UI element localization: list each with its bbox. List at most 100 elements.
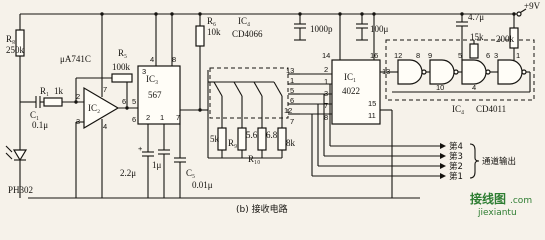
svg-text:100k: 100k — [112, 62, 131, 72]
svg-text:IC₁: IC₁ — [344, 72, 356, 82]
svg-text:7: 7 — [290, 117, 294, 126]
svg-text:8k: 8k — [286, 138, 296, 148]
resistor-r1: R₁ 1k — [40, 86, 84, 107]
switch-4 — [273, 81, 283, 118]
resistor-200k: 200k — [496, 12, 519, 60]
resistor-r5: R₅ 100k — [111, 48, 133, 83]
channel-2-label: 第2 — [449, 161, 463, 172]
supply-label: +9V — [524, 1, 541, 11]
svg-text:4022: 4022 — [342, 86, 360, 96]
svg-text:6: 6 — [122, 97, 126, 106]
nand-gate-1 — [397, 59, 427, 85]
svg-text:接线图: 接线图 — [470, 191, 506, 206]
svg-text:1: 1 — [324, 77, 328, 86]
svg-text:1: 1 — [160, 113, 164, 122]
svg-text:15k: 15k — [470, 32, 484, 42]
svg-text:9: 9 — [428, 51, 432, 60]
resistor-5k: 5k — [210, 118, 227, 158]
channel-output-lines — [311, 84, 446, 179]
svg-text:7: 7 — [103, 85, 107, 94]
svg-text:8: 8 — [324, 113, 328, 122]
output-brace — [469, 143, 480, 179]
svg-text:11: 11 — [368, 111, 376, 120]
svg-text:6: 6 — [486, 51, 490, 60]
svg-text:IC₄: IC₄ — [452, 104, 464, 114]
capacitor-1000p: 1000p — [294, 12, 333, 41]
svg-text:13: 13 — [286, 66, 294, 75]
svg-text:14: 14 — [322, 51, 330, 60]
resistor-r10: R₁₀ 6.8k — [248, 118, 282, 164]
svg-text:100μ: 100μ — [370, 24, 389, 34]
svg-text:1μ: 1μ — [152, 160, 162, 170]
switch-2 — [233, 81, 243, 118]
svg-text:6.8k: 6.8k — [266, 130, 282, 140]
resistor-8k: 8k — [277, 118, 296, 158]
svg-text:IC₂: IC₂ — [88, 103, 100, 113]
nand-gate-3 — [461, 59, 491, 85]
svg-text:R₈: R₈ — [6, 34, 15, 44]
svg-text:567: 567 — [148, 90, 162, 100]
svg-text:C₁: C₁ — [30, 110, 39, 120]
svg-text:12: 12 — [284, 106, 292, 115]
nand-gate-2 — [429, 59, 459, 85]
tone-decoder-ic3: IC₃ 567 3 4 8 5 6 2 1 7 — [132, 12, 200, 125]
svg-text:2: 2 — [76, 92, 80, 101]
svg-text:1000p: 1000p — [310, 24, 333, 34]
resistor-r8: R₈ 250k — [6, 14, 25, 102]
channel-3-label: 第3 — [449, 151, 463, 162]
receiver-circuit-schematic: +9V R₈ 250k PH302 C₁ 0.1μ R₁ 1k — [5, 1, 541, 218]
nand-gate-section: IC₄ CD4011 12 8 9 10 5 6 4 3 — [385, 39, 535, 114]
svg-text:7: 7 — [176, 113, 180, 122]
svg-text:200k: 200k — [496, 34, 515, 44]
svg-text:0.01μ: 0.01μ — [192, 180, 213, 190]
svg-text:3: 3 — [494, 51, 498, 60]
svg-text:C₅: C₅ — [186, 168, 195, 178]
svg-text:5.6k: 5.6k — [246, 130, 262, 140]
svg-text:.com: .com — [510, 196, 532, 206]
svg-text:5k: 5k — [210, 134, 220, 144]
sensor-label: PH302 — [8, 185, 33, 195]
svg-text:2: 2 — [324, 65, 328, 74]
svg-text:2: 2 — [146, 113, 150, 122]
svg-text:jiexiantu: jiexiantu — [477, 208, 517, 218]
svg-text:15: 15 — [368, 99, 376, 108]
svg-text:R₉: R₉ — [228, 138, 237, 148]
svg-text:1: 1 — [516, 51, 520, 60]
svg-text:+: + — [138, 144, 143, 153]
svg-text:10k: 10k — [207, 27, 221, 37]
svg-text:8: 8 — [172, 55, 176, 64]
svg-text:4: 4 — [472, 83, 476, 92]
svg-text:12: 12 — [394, 51, 402, 60]
counter-ic1: IC₁ 4022 14 16 13 2 1 3 7 8 15 11 — [300, 12, 393, 198]
svg-text:6: 6 — [132, 115, 136, 124]
svg-text:4: 4 — [150, 55, 154, 64]
svg-text:5: 5 — [132, 97, 136, 106]
svg-text:0.1μ: 0.1μ — [32, 120, 48, 130]
resistor-r6: R₆ 10k — [195, 12, 221, 112]
svg-text:CD4011: CD4011 — [476, 104, 506, 114]
capacitor-c4: 2.2μ + — [120, 124, 154, 198]
resistor-r9: R₉ 5.6k — [228, 118, 262, 158]
svg-text:1k: 1k — [54, 86, 64, 96]
channel-output-label: 通道输出 — [482, 156, 516, 167]
channel-1-label: 第1 — [449, 171, 463, 182]
photo-sensor: PH302 — [5, 102, 33, 198]
capacitor-c5: C₅ 0.01μ — [174, 124, 213, 198]
channel-4-label: 第4 — [449, 141, 463, 152]
capacitor-100u: 100μ — [356, 12, 389, 41]
opamp-ic2: IC₂ μA741C 2 3 7 4 6 — [60, 12, 138, 198]
nand-gate-4 — [497, 59, 527, 85]
analog-switch-bank: 13 1 5 6 12 7 — [200, 66, 300, 150]
ic4-label: IC₄ — [238, 16, 250, 26]
svg-text:IC₃: IC₃ — [146, 74, 158, 84]
capacitor-47u: 4.7μ — [456, 12, 484, 60]
svg-text:250k: 250k — [6, 45, 25, 55]
switch-3 — [253, 81, 263, 118]
diagram-title: (b) 接收电路 — [236, 203, 288, 215]
svg-text:6: 6 — [290, 96, 294, 105]
svg-text:4.7μ: 4.7μ — [468, 12, 484, 22]
capacitor-1u: 1μ — [152, 124, 170, 198]
svg-text:8: 8 — [416, 51, 420, 60]
watermark-logo: 接线图 .com jiexiantu — [470, 191, 532, 218]
svg-text:4: 4 — [103, 122, 107, 131]
